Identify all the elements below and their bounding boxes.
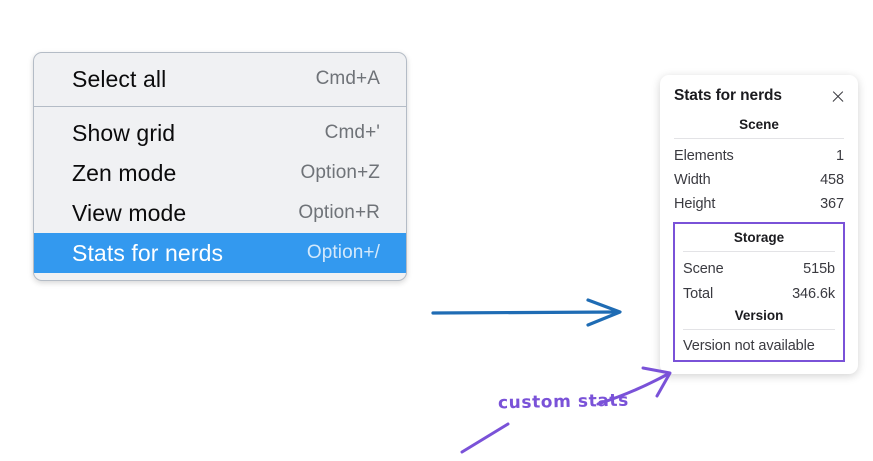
menu-item-label: View mode [72,199,187,226]
menu-item-shortcut: Cmd+A [315,68,380,89]
menu-item-zen-mode[interactable]: Zen mode Option+Z [34,153,406,193]
menu-item-label: Zen mode [72,159,177,186]
stat-key: Total [683,285,714,302]
stat-row: Width 458 [674,168,844,192]
stat-value: 346.6k [792,285,835,302]
stats-section-version: Version Version not available [683,306,835,355]
panel-header: Stats for nerds [660,87,858,105]
close-icon[interactable] [830,88,846,104]
menu-item-label: Show grid [72,119,176,146]
stats-section-scene: Scene Elements 1 Width 458 Height 367 [674,115,844,216]
stat-value: 1 [836,148,844,164]
section-heading: Scene [739,117,779,132]
menu-item-select-all[interactable]: Select all Cmd+A [34,59,406,99]
stat-key: Elements [674,148,734,164]
menu-section-1: Select all Cmd+A [34,53,406,106]
version-value: Version not available [683,337,815,354]
section-heading: Storage [733,230,785,246]
canvas-context-menu[interactable]: Select all Cmd+A Show grid Cmd+' Zen mod… [33,52,407,281]
stat-row: Total 346.6k [683,282,835,306]
section-divider [674,138,844,139]
section-heading: Version [734,307,784,323]
menu-section-2: Show grid Cmd+' Zen mode Option+Z View m… [34,106,406,280]
menu-item-label: Stats for nerds [72,239,224,266]
stat-key: Height [674,196,716,213]
menu-item-shortcut: Cmd+' [324,122,380,143]
panel-title: Stats for nerds [674,87,782,104]
stat-value: 458 [820,172,844,189]
stat-value: 367 [820,196,844,213]
stat-row: Scene 515b [683,257,835,281]
section-divider [683,251,835,253]
stat-row: Height 367 [674,192,844,216]
menu-item-shortcut: Option+/ [306,242,380,263]
menu-item-stats-for-nerds[interactable]: Stats for nerds Option+/ [34,233,406,273]
stat-key: Scene [683,261,724,278]
menu-item-shortcut: Option+Z [300,162,380,183]
annotation-label-custom-stats: custom stats [497,390,630,414]
stats-body: Scene Elements 1 Width 458 Height 367 St… [660,115,858,362]
section-divider [683,328,835,330]
stats-for-nerds-panel: Stats for nerds Scene Elements 1 Width 4… [660,75,858,374]
stat-key: Width [674,172,711,189]
menu-item-label: Select all [72,65,167,92]
menu-item-shortcut: Option+R [298,202,380,223]
menu-item-show-grid[interactable]: Show grid Cmd+' [34,113,406,153]
stats-section-storage: Storage Scene 515b Total 346.6k [683,228,835,305]
menu-item-view-mode[interactable]: View mode Option+R [34,193,406,233]
stat-row: Elements 1 [674,144,844,168]
custom-stats-region: Storage Scene 515b Total 346.6k Version … [673,222,845,362]
flow-arrow-blue [431,298,622,327]
stat-value: 515b [803,261,835,278]
annotation-underline-purple [460,422,510,454]
